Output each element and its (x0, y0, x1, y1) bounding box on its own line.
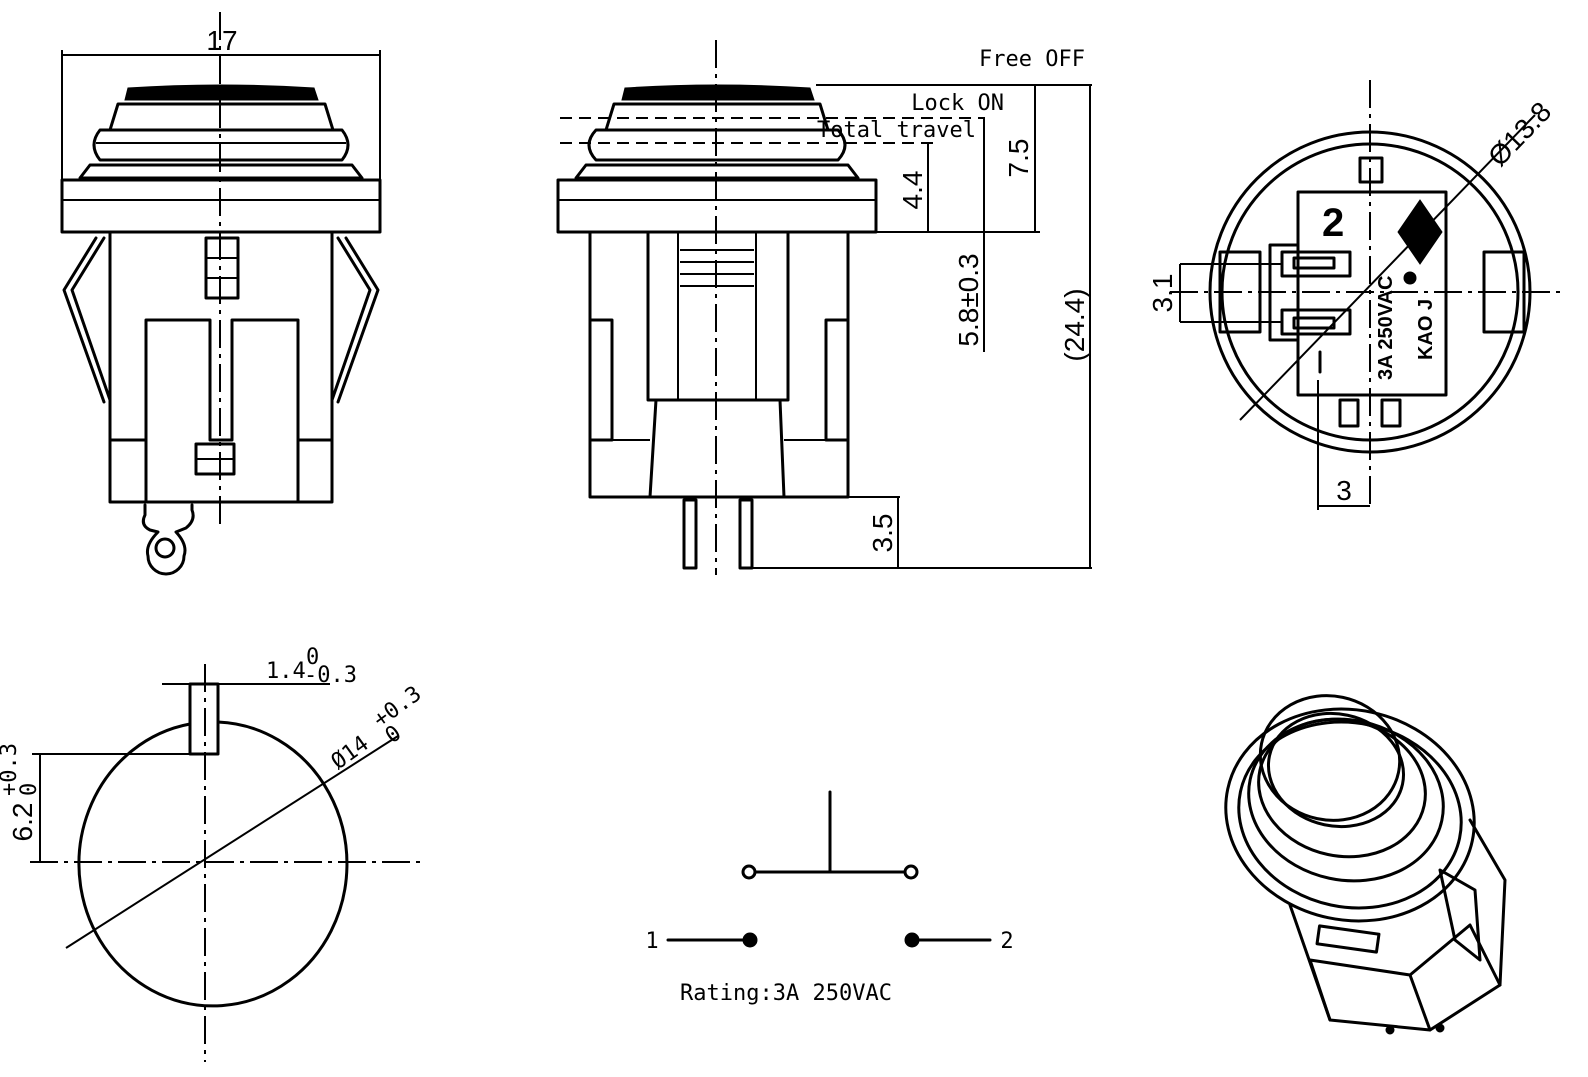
side-view: Free OFF Lock ON Total travel 4.4 7.5 5.… (556, 40, 1092, 575)
solder-terminal (141, 503, 195, 576)
bottom-view: 2 3A 250VAC KAO J Ø13.8 3.1 3 (1147, 80, 1565, 510)
side-housing (646, 230, 790, 402)
hole-diameter-tol-upper: +0.3 (369, 681, 427, 732)
bridge-contact-left (741, 864, 757, 880)
certification-mark (1397, 199, 1443, 265)
upper-slider (204, 236, 240, 300)
isometric-view (1224, 694, 1507, 1035)
lock-on-label: Lock ON (911, 91, 1004, 116)
side-body (588, 230, 850, 499)
panel-cutout-view: 1.4 0 -0.3 6.2 +0.3 0 Ø14 +0.3 0 (0, 645, 426, 1062)
front-view: 17 (60, 12, 382, 576)
terminal-blade-lower (1280, 308, 1352, 336)
rating-label: Rating:3A 250VAC (680, 981, 892, 1006)
button-skirt (108, 102, 335, 132)
body-window (144, 318, 300, 504)
iso-button-top (1258, 694, 1402, 822)
model-marking: KAO J (1415, 299, 1437, 360)
key-depth-tol-upper: +0.3 (0, 743, 22, 796)
bezel-ring-upper (92, 128, 350, 162)
bezel-ring-lower (78, 163, 364, 180)
key-depth-tol-lower: 0 (17, 783, 42, 796)
iso-side-window (1438, 868, 1482, 962)
key-depth-label: 6.2 (7, 803, 38, 842)
width-dimension-label: 17 (206, 25, 237, 56)
key-width-tol-lower: -0.3 (304, 663, 357, 688)
bridge-contact-right (903, 864, 919, 880)
panel-hole-outline (77, 720, 349, 1008)
terminal-1-contact (742, 932, 758, 948)
terminal-eyelet (154, 537, 176, 559)
side-button-cap (621, 84, 815, 101)
side-pin-right (738, 498, 754, 570)
iso-bezel-outer (1224, 707, 1476, 923)
key-width-tol-upper: 0 (306, 645, 319, 670)
total-travel-label: Total travel (817, 118, 976, 143)
terminal-blade-upper (1280, 250, 1352, 278)
side-pin-left (682, 498, 698, 570)
circuit-schematic: 1 2 Rating:3A 250VAC (645, 790, 1014, 1006)
pin-width-dimension-label: 3.1 (1147, 274, 1178, 313)
rating-marking: 3A 250VAC (1375, 276, 1397, 381)
side-bezel-ring (587, 128, 847, 162)
spring-clip-right (330, 236, 372, 402)
hole-diameter-label: Ø14 (327, 731, 374, 775)
terminal-1-label: 1 (645, 929, 658, 954)
spring-clip-left (70, 236, 112, 402)
cutout-diameter-leader (65, 735, 399, 949)
terminal-2-label: 2 (1000, 929, 1013, 954)
free-off-label: Free OFF (979, 47, 1085, 72)
pin-offset-dimension-label: 3 (1336, 475, 1352, 506)
bottom-diameter-leader (1239, 114, 1536, 421)
body-dimension-label: 5.8±0.3 (953, 253, 984, 346)
key-width-label: 1.4 (266, 659, 306, 684)
top-height-dimension-label: 7.5 (1003, 139, 1034, 178)
overall-dimension-label: (24.4) (1059, 288, 1090, 361)
bottom-diameter-label: Ø13.8 (1482, 96, 1557, 172)
terminal-number-mark: 2 (1322, 201, 1344, 245)
button-cap (124, 84, 319, 101)
terminal-2-contact (904, 932, 920, 948)
pin-dimension-label: 3.5 (867, 514, 898, 553)
travel-dimension-label: 4.4 (897, 171, 928, 210)
